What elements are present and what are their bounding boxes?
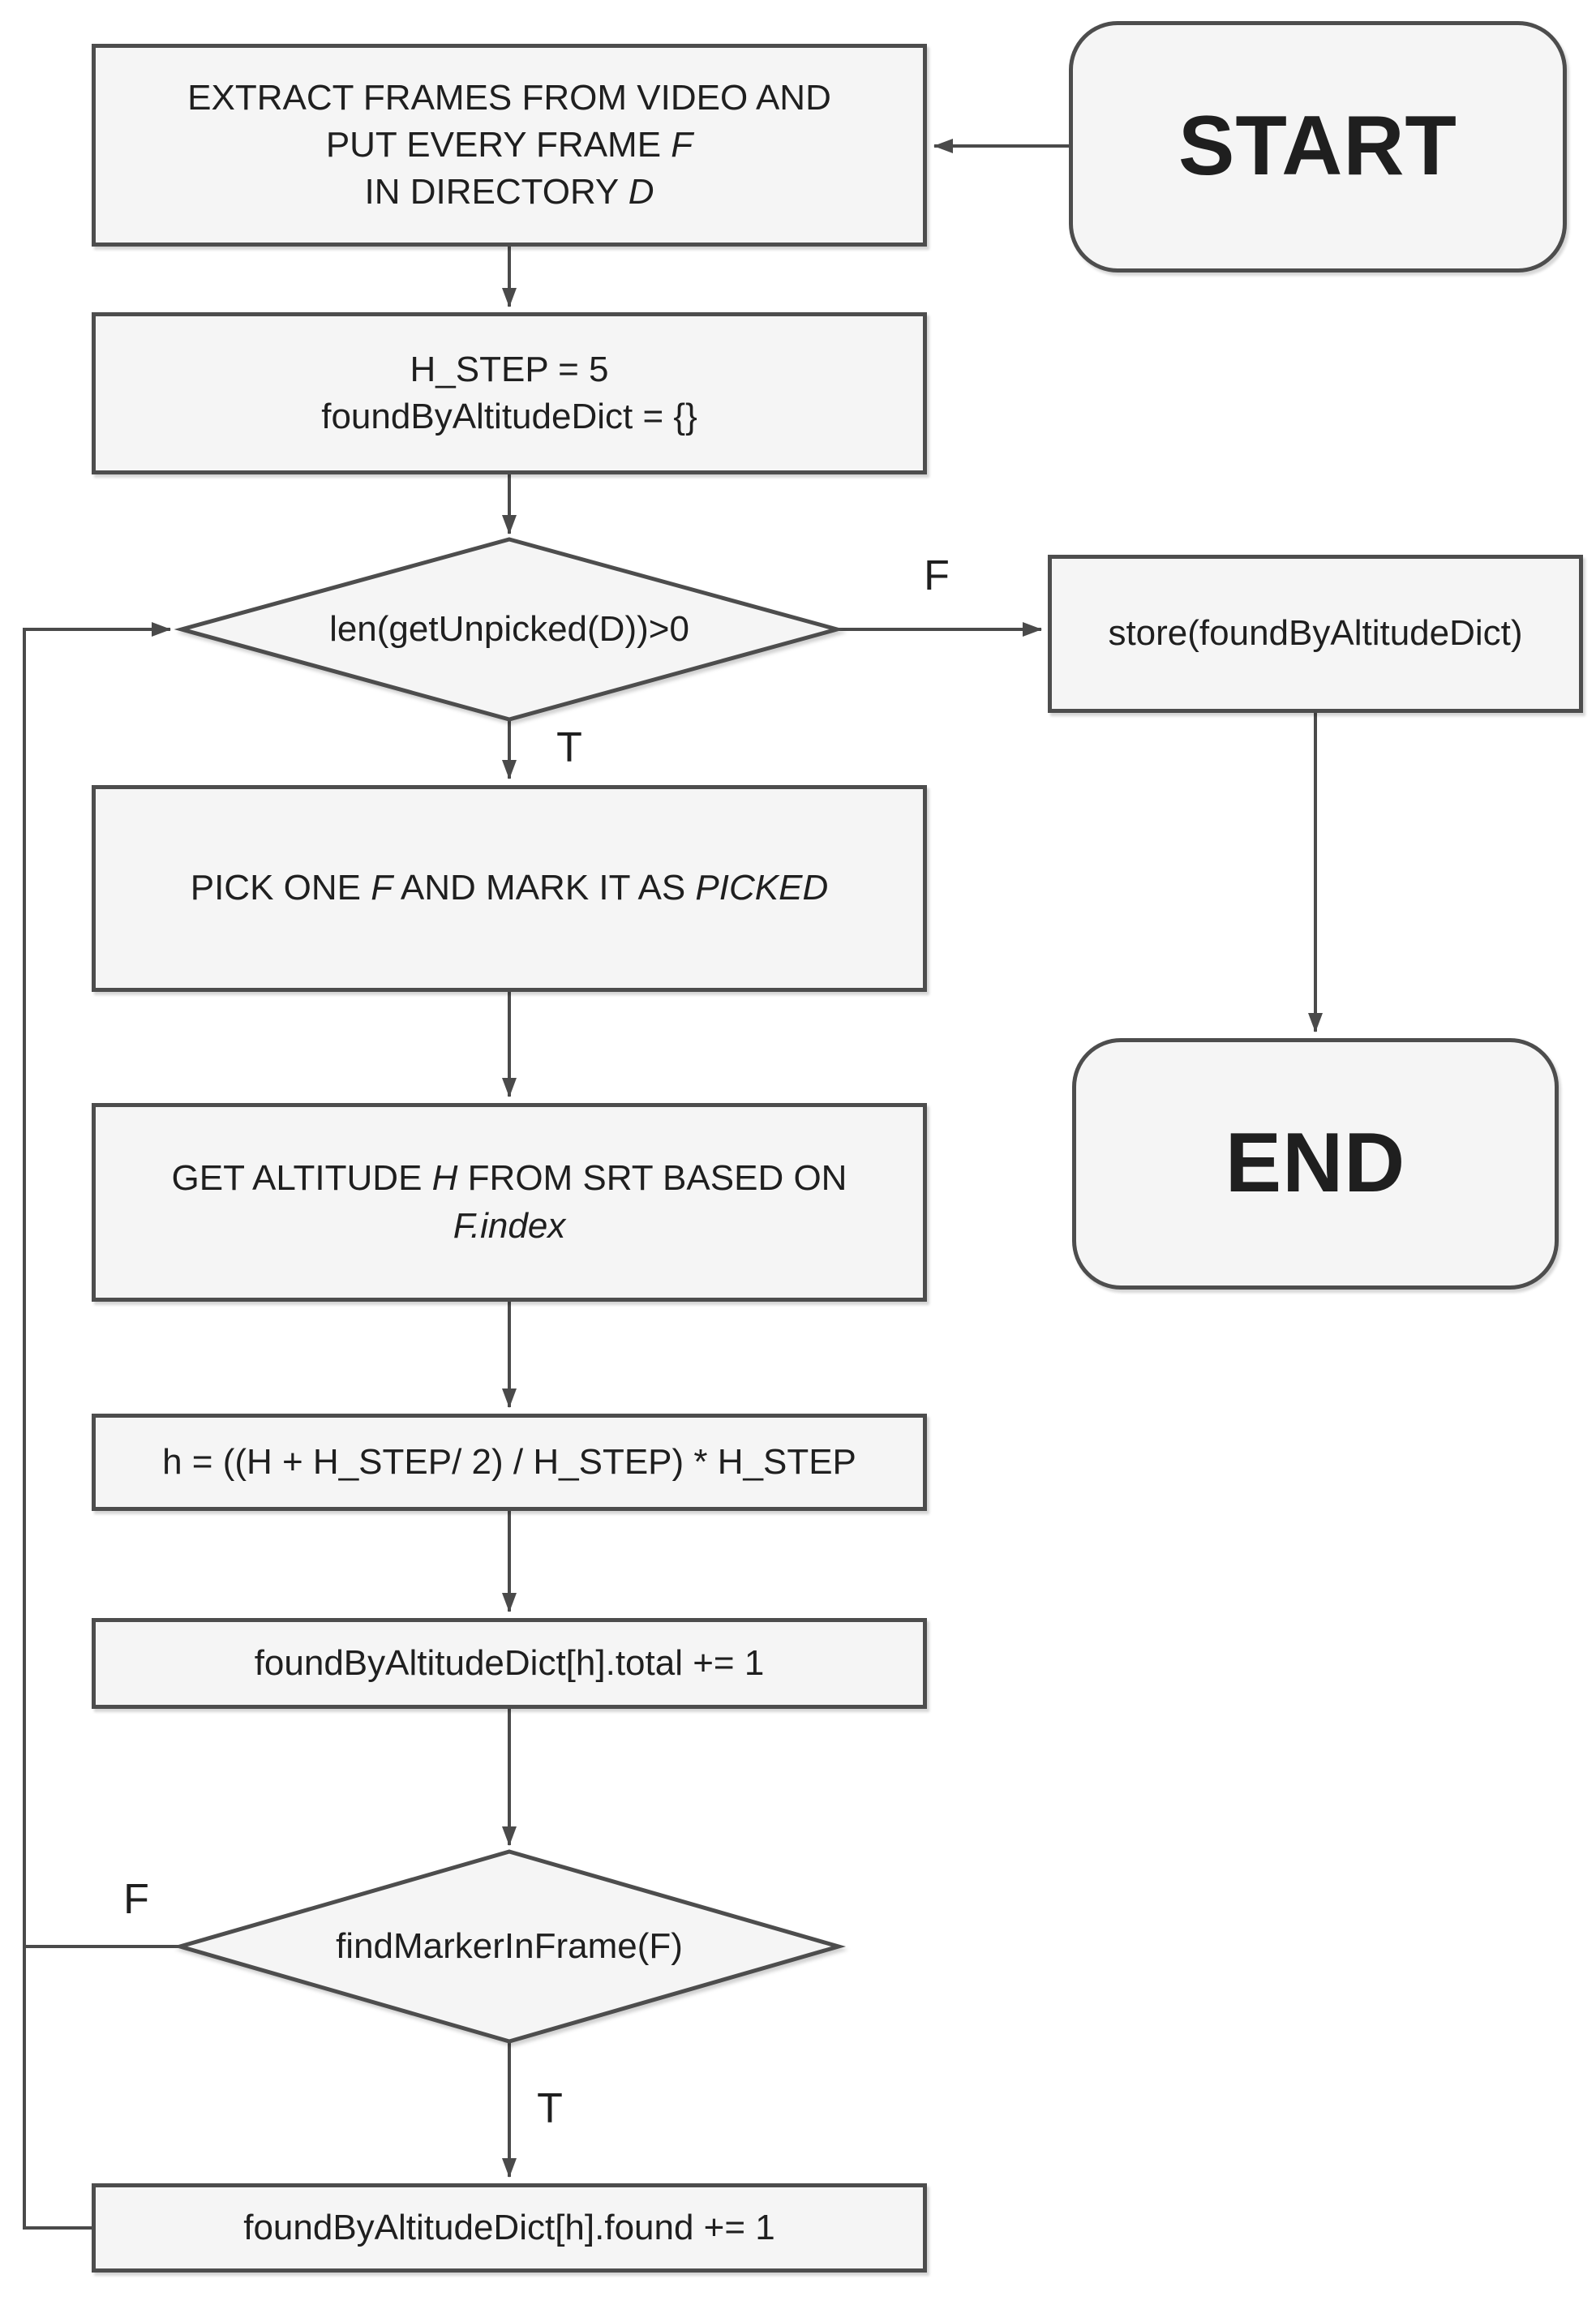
node-get-altitude-line1: GET ALTITUDE H FROM SRT BASED ON — [171, 1158, 847, 1199]
node-get-altitude: GET ALTITUDE H FROM SRT BASED ON F.index — [92, 1103, 927, 1302]
decision-find-marker-label: findMarkerInFrame(F) — [336, 1926, 683, 1966]
node-store-dict: store(foundByAltitudeDict) — [1048, 555, 1583, 713]
start-label: START — [1178, 99, 1457, 194]
node-get-altitude-line2: F.index — [453, 1205, 566, 1246]
node-increment-found: foundByAltitudeDict[h].found += 1 — [92, 2183, 927, 2273]
label-unpicked-false: F — [924, 552, 950, 599]
node-pick-frame: PICK ONE F AND MARK IT AS PICKED — [92, 785, 927, 992]
decision-find-marker-diamond — [172, 1849, 847, 2044]
node-extract-frames: EXTRACT FRAMES FROM VIDEO AND PUT EVERY … — [92, 44, 927, 247]
node-end: END — [1072, 1038, 1559, 1290]
node-extract-frames-line3: IN DIRECTORY D — [364, 172, 654, 212]
node-round-formula: h = ((H + H_STEP/ 2) / H_STEP) * H_STEP — [92, 1414, 927, 1511]
node-increment-total: foundByAltitudeDict[h].total += 1 — [92, 1618, 927, 1709]
node-init-line2: foundByAltitudeDict = {} — [321, 397, 697, 436]
edge-loop-back-rail — [23, 622, 171, 2230]
label-unpicked-true: T — [556, 724, 582, 771]
node-start: START — [1069, 21, 1567, 273]
label-find-false: F — [123, 1876, 149, 1923]
decision-unpicked-label: len(getUnpicked(D))>0 — [329, 609, 689, 649]
node-init-variables: H_STEP = 5 foundByAltitudeDict = {} — [92, 312, 927, 474]
node-init-line1: H_STEP = 5 — [410, 349, 609, 389]
label-find-true: T — [537, 2085, 563, 2132]
decision-unpicked-diamond — [174, 537, 845, 722]
node-extract-frames-line2: PUT EVERY FRAME F — [325, 124, 693, 165]
node-pick-frame-text: PICK ONE F AND MARK IT AS PICKED — [190, 868, 829, 908]
node-extract-frames-line1: EXTRACT FRAMES FROM VIDEO AND — [187, 77, 831, 118]
end-label: END — [1225, 1116, 1406, 1211]
